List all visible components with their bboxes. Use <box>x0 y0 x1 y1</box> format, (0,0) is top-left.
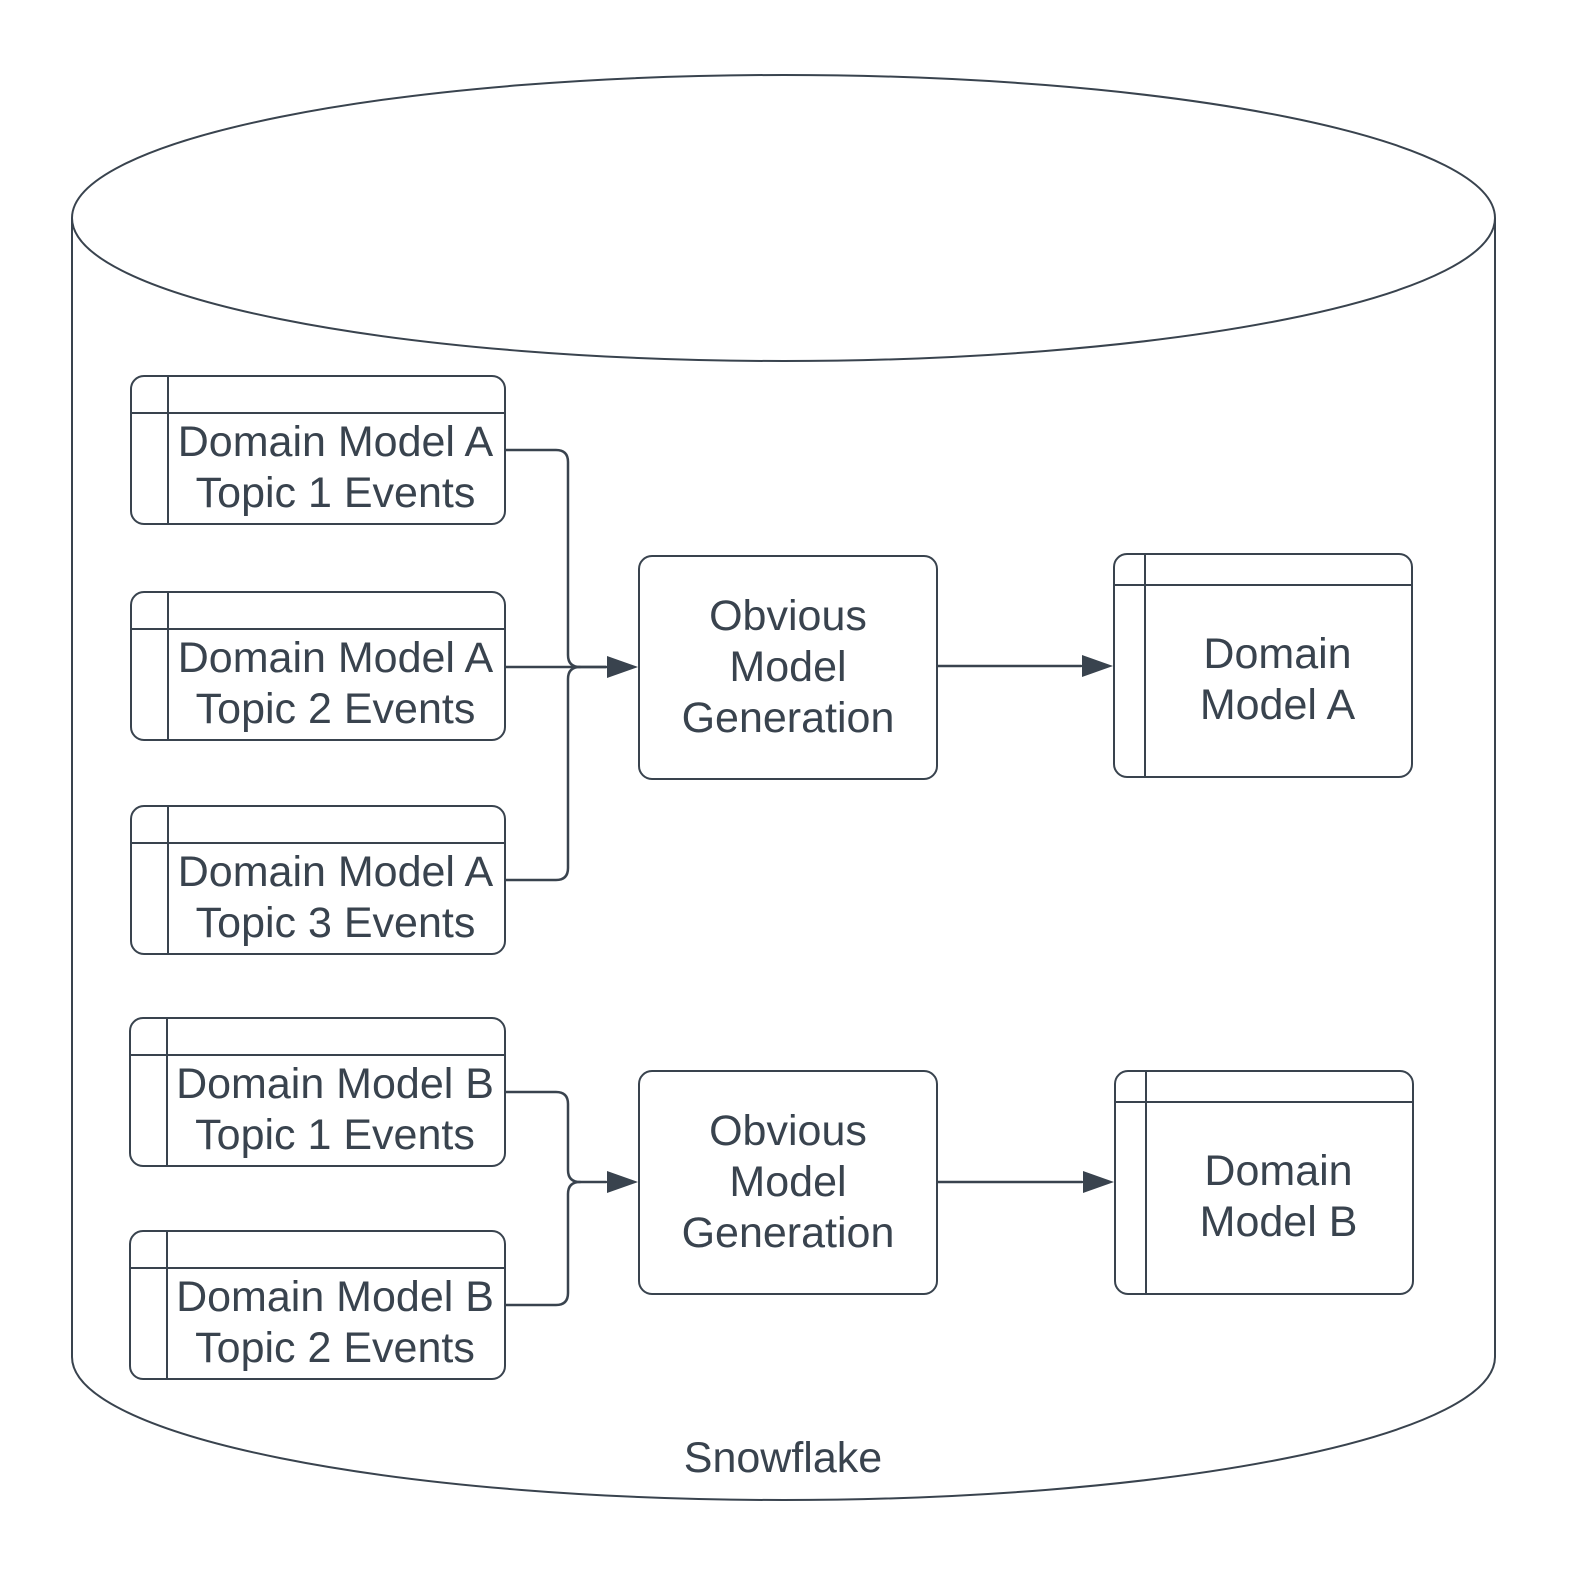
arrowhead-b-into-output <box>1083 1171 1114 1193</box>
arrowhead-b-into-process <box>607 1171 638 1193</box>
arrowhead-a-into-output <box>1082 655 1113 677</box>
process-node-obvious-model-generation-a: Obvious Model Generation <box>638 555 938 780</box>
process-label: Obvious Model Generation <box>681 1107 895 1257</box>
connector-b-topic2 <box>504 1180 582 1307</box>
table-label: Domain Model B Topic 1 Events <box>176 1059 494 1159</box>
table-node-domain-model-a-topic-3: Domain Model A Topic 3 Events <box>130 805 506 955</box>
table-node-domain-model-a: Domain Model A <box>1113 553 1413 778</box>
table-header-row <box>132 807 504 844</box>
connector-a-topic3 <box>504 665 582 882</box>
table-node-domain-model-b-topic-1: Domain Model B Topic 1 Events <box>129 1017 506 1167</box>
table-node-domain-model-a-topic-1: Domain Model A Topic 1 Events <box>130 375 506 525</box>
table-header-row <box>1115 555 1411 586</box>
table-left-column <box>132 593 169 739</box>
table-header-row <box>132 377 504 414</box>
database-caption: Snowflake <box>683 1433 883 1482</box>
database-cylinder-body <box>71 218 1496 1501</box>
table-node-domain-model-b-topic-2: Domain Model B Topic 2 Events <box>129 1230 506 1380</box>
table-left-column <box>132 377 169 523</box>
table-label: Domain Model A <box>1199 630 1356 729</box>
table-label: Domain Model A Topic 3 Events <box>177 847 494 947</box>
table-header-row <box>132 593 504 630</box>
process-label: Obvious Model Generation <box>681 592 895 742</box>
table-label: Domain Model A Topic 2 Events <box>177 633 494 733</box>
table-left-column <box>132 807 169 953</box>
table-label: Domain Model A Topic 1 Events <box>177 417 494 517</box>
table-node-domain-model-a-topic-2: Domain Model A Topic 2 Events <box>130 591 506 741</box>
table-header-row <box>131 1019 504 1056</box>
table-header-row <box>131 1232 504 1269</box>
table-header-row <box>1116 1072 1412 1103</box>
table-label: Domain Model B <box>1199 1147 1358 1246</box>
table-left-column <box>1116 1072 1147 1293</box>
table-left-column <box>131 1232 168 1378</box>
table-node-domain-model-b: Domain Model B <box>1114 1070 1414 1295</box>
connector-b-topic1 <box>504 1090 608 1184</box>
table-label: Domain Model B Topic 2 Events <box>176 1272 494 1372</box>
process-node-obvious-model-generation-b: Obvious Model Generation <box>638 1070 938 1295</box>
connector-a-topic1 <box>504 448 608 669</box>
table-left-column <box>131 1019 168 1165</box>
table-left-column <box>1115 555 1146 776</box>
database-cylinder-top <box>71 74 1496 362</box>
arrowhead-a-into-process <box>607 656 638 678</box>
